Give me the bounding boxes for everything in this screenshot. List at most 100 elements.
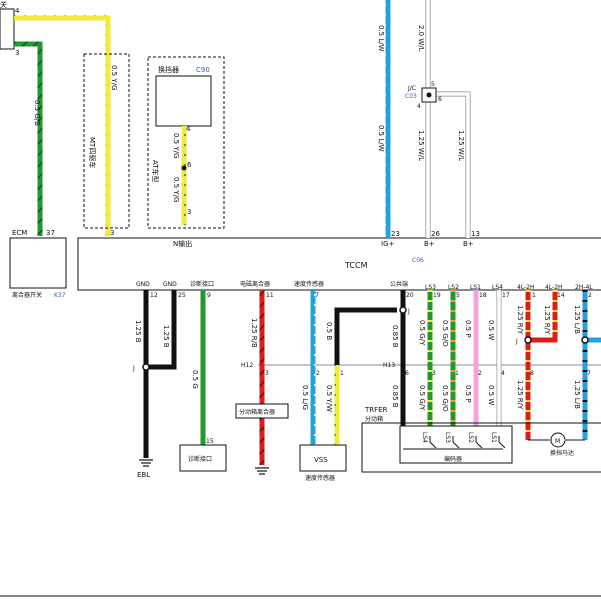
hdr-ls2: LS2: [448, 284, 459, 291]
lo-pin-2: 2: [478, 370, 482, 377]
switch-ls4: LS4: [421, 432, 437, 449]
switch-ls2-label: LS2: [467, 432, 474, 443]
ecm-name: ECM: [12, 229, 27, 237]
tr-pin-label-ig: IG+: [381, 240, 394, 248]
clutch-switch-code: K37: [54, 292, 66, 299]
top-left-connector: 关 4 3: [0, 0, 20, 57]
pin-20: 20: [406, 292, 414, 299]
ecm-pin: 37: [46, 229, 55, 237]
switch-ls1-label: LS1: [490, 432, 497, 443]
shifter-junction: [181, 165, 187, 171]
wire-wl-mid: 1.25 W/L: [417, 130, 425, 161]
bottom-headers: GND GND 诊断接口 电磁离合器 速度传感器 公共端 LS3 LS2 LS1…: [136, 280, 593, 291]
4l-j-label: J: [515, 338, 518, 345]
jc-code: C03: [405, 93, 417, 100]
pin-9: 9: [207, 292, 211, 299]
jc-pin6: 6: [438, 96, 442, 103]
common-j-label: J: [407, 308, 410, 315]
wire-white-b2: [428, 91, 471, 238]
pin-19: 19: [433, 292, 441, 299]
wire-common-lo-label: 0.85 B: [391, 385, 399, 408]
wire-yellow-mt: [14, 15, 111, 236]
wire-wl-right: 1.25 W/L: [457, 130, 465, 161]
wire-vss-r-label: 0.5 Y/W: [325, 385, 333, 412]
4l-junction: [524, 336, 532, 344]
lo-pin-1: 1: [455, 370, 459, 377]
clutch-switch-box: [9, 237, 67, 289]
wire-4l-lo-label: 1.25 R/Y: [516, 380, 524, 410]
top-left-fragment: 关: [0, 0, 7, 9]
tccm-box: [77, 237, 601, 291]
wire-vss-black: [334, 307, 397, 365]
vss-caption: 速度传感器: [305, 474, 335, 482]
hdr-4l2h-b: 4L-2H: [545, 284, 563, 291]
lo-pin-7: 7: [587, 370, 591, 377]
wire-ls1-lo-label: 0.5 P: [464, 385, 472, 403]
conn-h12: H12: [241, 362, 253, 369]
wire-lw-top: 0.5 L/W: [377, 25, 385, 52]
lo-pin-4: 4: [501, 370, 505, 377]
shifter-pin4: 4: [186, 125, 191, 133]
2h-junction: [581, 336, 589, 344]
pin-14: 14: [557, 292, 565, 299]
lo-pin-6: 6: [405, 370, 409, 377]
lo-pin-8: 8: [530, 370, 534, 377]
diag-pin: 15: [206, 438, 214, 445]
switch-ls2: LS2: [467, 432, 483, 449]
encoder-label: 编码器: [444, 455, 462, 463]
wire-4l1-label: 1.25 R/Y: [516, 305, 524, 335]
wire-ls3-lo-label: 0.5 G/Y: [418, 385, 426, 411]
jc-node: [426, 92, 432, 98]
pin-17: 17: [502, 292, 510, 299]
wire-label-gb: 0.5 G/B: [33, 100, 41, 126]
lo-pin-3: 3: [432, 370, 436, 377]
wire-green-ecm: [14, 41, 43, 236]
wire-lw-bottom: 0.5 L/W: [377, 125, 385, 152]
transfer-clutch-label: 分动箱离合器: [239, 408, 275, 416]
gnd-j-label: J: [132, 365, 135, 372]
switch-ls1: LS1: [490, 432, 506, 449]
conn-h13: H13: [383, 362, 395, 369]
common-junction: [399, 306, 407, 314]
transfer-clutch-box: [235, 403, 289, 419]
jc-label: J/C: [407, 85, 416, 92]
trfer-label: TRFER: [364, 406, 388, 414]
pin-11: 11: [266, 292, 274, 299]
pin-1: 1: [532, 292, 536, 299]
h12-pin3: 3: [265, 370, 269, 377]
h12-pin1: 1: [340, 370, 344, 377]
tr-pin-26: 26: [431, 230, 440, 238]
bottom-pins-lower: 6 3 1 2 4 8 7: [405, 370, 591, 377]
pin-25: 25: [178, 292, 186, 299]
wire-ls4-lo-label: 0.5 W: [487, 385, 495, 405]
wire-clutch-label: 1.25 R/B: [250, 318, 258, 348]
at-dashed-box: [147, 56, 225, 229]
wire-gnd2-label: 1.25 B: [162, 325, 170, 348]
wire-ls1-label: 0.5 P: [464, 320, 472, 338]
shifter-code: C90: [196, 66, 210, 74]
trfer-cn-label: 分动箱: [365, 415, 383, 423]
clutch-switch-name: 离合器开关: [12, 291, 42, 299]
pin-2: 2: [588, 292, 592, 299]
hdr-ls1: LS1: [470, 284, 481, 291]
wire-wl-top: 2.0 W/L: [417, 25, 425, 52]
wire-2h-label: 1.25 L/B: [573, 305, 581, 334]
n-output: N输出: [173, 239, 192, 248]
wire-ls3-label: 0.5 G/Y: [418, 320, 426, 346]
hdr-gnd1: GND: [136, 281, 150, 288]
wire-ls4-label: 0.5 W: [487, 320, 495, 340]
hdr-clutch: 电磁离合器: [240, 280, 270, 288]
mt-note: MT四驱车: [88, 137, 97, 168]
pin-18: 18: [479, 292, 487, 299]
pin-4-label: 4: [15, 7, 20, 15]
wire-4l2h: [525, 290, 558, 440]
ground-symbol-clutch: [255, 467, 269, 475]
shifter-box: [155, 75, 212, 127]
motor-caption: 换挡马达: [550, 449, 574, 457]
ground-symbol-ebl: [139, 459, 153, 467]
hdr-common: 公共端: [390, 280, 408, 288]
wire-vss-l-label: 0.5 L/G: [301, 385, 309, 410]
h12-pin2: 2: [316, 370, 320, 377]
wire-common-label: 0.85 B: [391, 325, 399, 348]
switch-ls3: LS3: [444, 432, 460, 449]
